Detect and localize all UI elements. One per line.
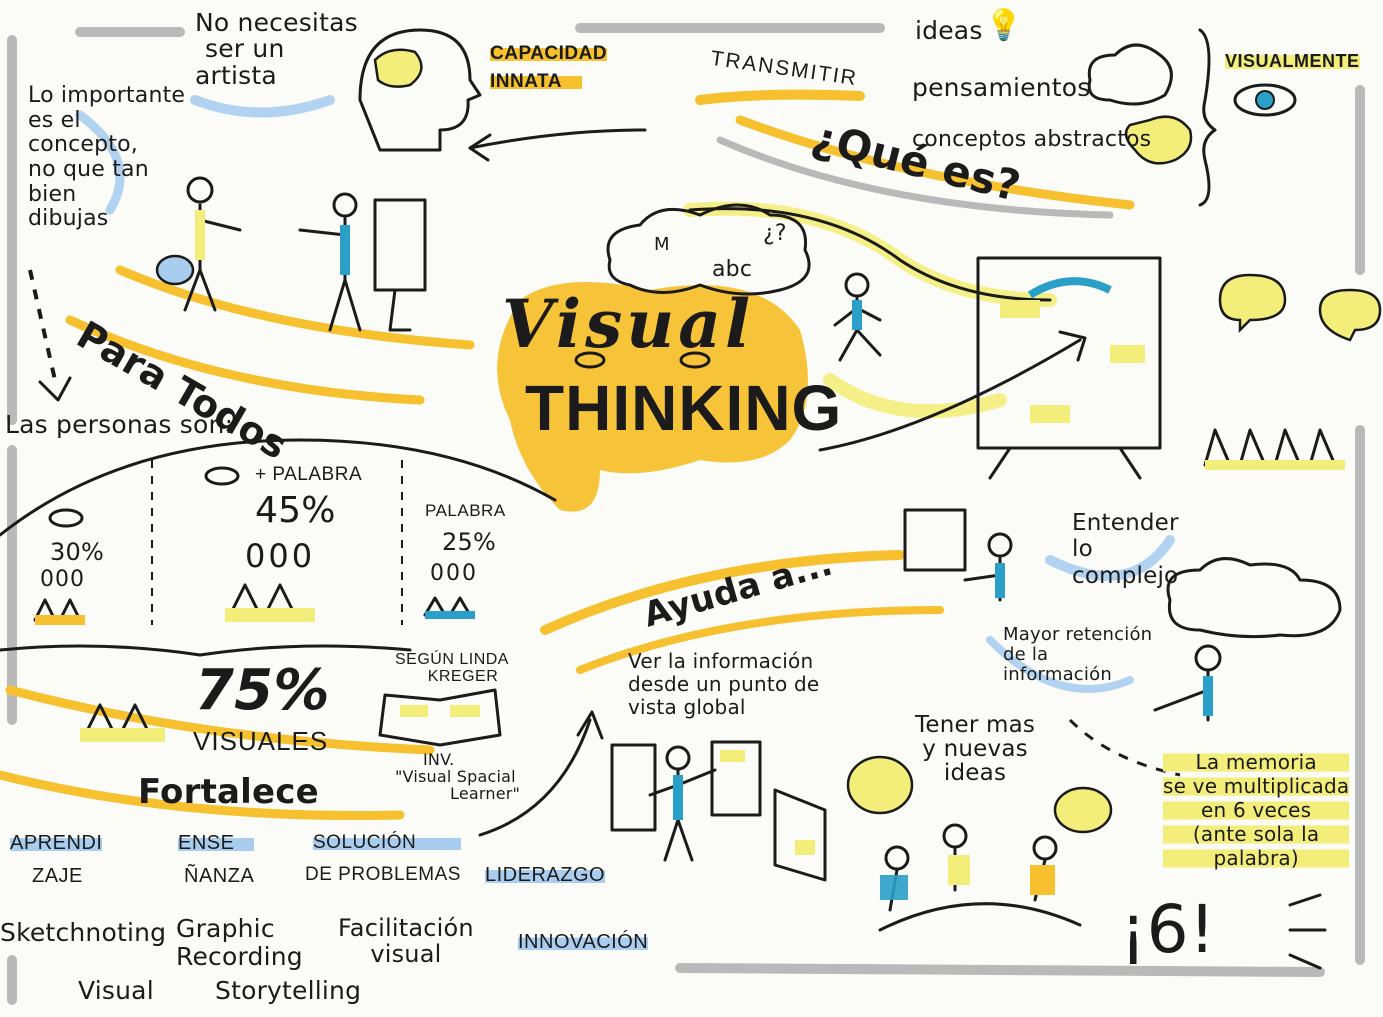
- group-label-2: + PALABRA: [255, 464, 363, 485]
- liderazgo-label: LIDERAZGO: [485, 864, 606, 886]
- graphic-recording-text: Graphic Recording: [176, 914, 303, 971]
- facilitacion-visual-text: Facilitación visual: [338, 914, 474, 969]
- storytelling-text: Storytelling: [215, 976, 362, 1005]
- ver-informacion-text: Ver la información desde un punto de vis…: [628, 649, 820, 719]
- brain-head-icon: [358, 28, 482, 152]
- ideas-text: ideas: [915, 16, 983, 45]
- capacidad-innata-label: CAPACIDAD INNATA: [490, 43, 608, 92]
- crowd-icon: [1203, 273, 1382, 470]
- sketchnoting-text: Sketchnoting: [0, 918, 167, 947]
- cloud-m-text: M: [654, 234, 670, 255]
- cloud-abc-text: abc: [712, 257, 753, 282]
- cloud-icon: [606, 203, 811, 296]
- fortalece-heading: Fortalece: [138, 772, 319, 812]
- visuales-pct: 75%: [195, 658, 330, 723]
- inv-text: INV. "Visual Spacial Learner": [395, 750, 521, 803]
- area-aprendizaje: APRENDI ZAJE: [10, 832, 103, 887]
- group-pct-3: 25%: [442, 528, 496, 556]
- mayor-retencion-text: Mayor retención de la información: [1003, 624, 1153, 685]
- entender-complejo-text: Entender lo complejo: [1072, 510, 1179, 589]
- cloud-q-text: ¿?: [763, 221, 787, 246]
- seis-text: ¡6!: [1120, 891, 1216, 968]
- speech-bubble-icon: [1053, 786, 1113, 834]
- tener-ideas-text: Tener mas y nuevas ideas: [915, 712, 1036, 787]
- thought-cloud-icon: [1087, 43, 1193, 165]
- group-pct-1: 30%: [50, 538, 104, 566]
- lo-importante-text: Lo importante es el concepto, no que tan…: [28, 83, 186, 232]
- group-people-2: 000: [245, 537, 316, 575]
- conceptos-text: conceptos abstractos: [912, 127, 1152, 152]
- no-necesitas-text: No necesitas ser un artista: [195, 8, 358, 90]
- personas-label: Las personas son:: [5, 410, 234, 439]
- group-people-3: 000: [430, 561, 478, 586]
- lightbulb-icon: [846, 755, 914, 815]
- eye-icon: [1233, 83, 1297, 117]
- team-figures: [878, 823, 1082, 932]
- memoria-text: La memoria se ve multiplicada en 6 veces…: [1163, 750, 1350, 870]
- visuales-label: VISUALES: [193, 726, 329, 756]
- artist-figures: [155, 176, 427, 332]
- presentation-board-icon: [976, 256, 1162, 480]
- group-pct-2: 45%: [255, 490, 336, 531]
- presenter-figure: [610, 740, 827, 882]
- area-solucion: SOLUCIÓN DE PROBLEMAS: [305, 832, 461, 885]
- visual-text: Visual: [78, 976, 154, 1005]
- walking-person-icon: [833, 272, 882, 362]
- visualmente-label: VISUALMENTE: [1225, 51, 1360, 71]
- segun-linda-text: SEGÚN LINDA KREGER: [395, 651, 509, 685]
- group-label-3: PALABRA: [425, 501, 506, 520]
- title-thinking: THINKING: [525, 372, 843, 444]
- book-icon: [378, 688, 502, 747]
- group-people-1: 000: [40, 567, 85, 592]
- area-ensenanza: ENSE ÑANZA: [178, 832, 255, 887]
- pensamientos-text: pensamientos: [912, 73, 1091, 102]
- lightbulb-icon-ideas: 💡: [985, 8, 1023, 43]
- innovacion-label: INNOVACIÓN: [518, 931, 649, 953]
- title-blob: [497, 282, 808, 512]
- title-visual: Visual: [502, 285, 755, 363]
- thinker-figure: [903, 508, 1342, 722]
